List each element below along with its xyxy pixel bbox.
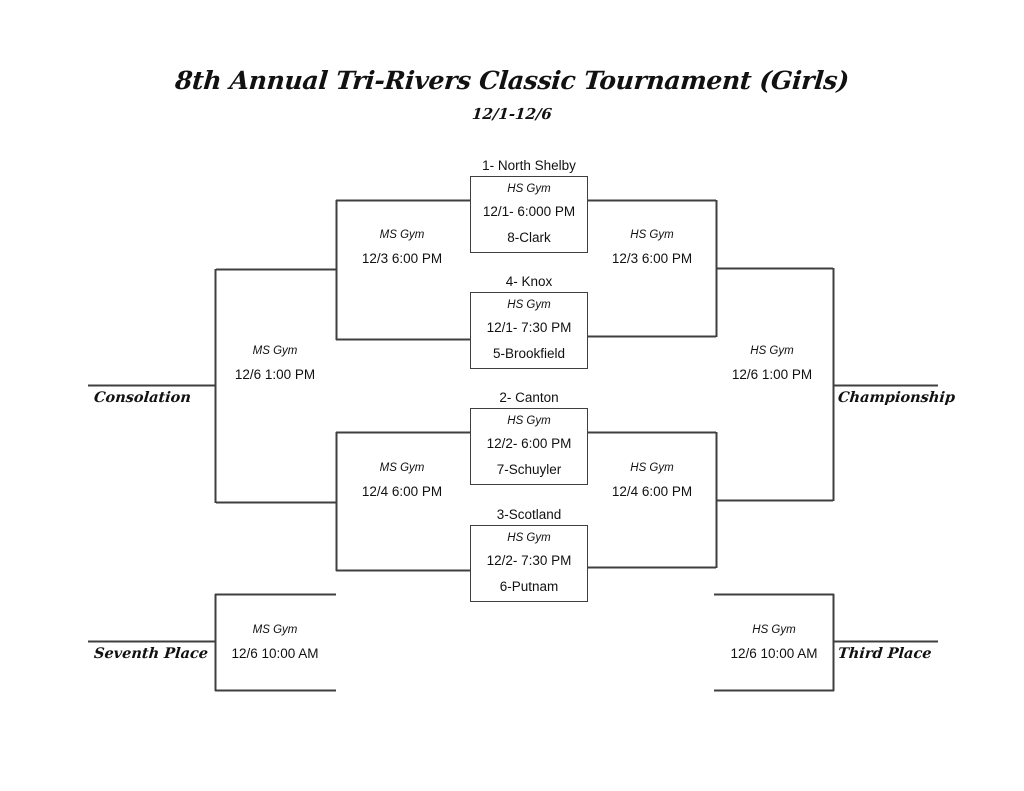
championship-final-venue: HS Gym — [750, 345, 794, 357]
round-lower-loser-semi[interactable]: MS Gym 12/4 6:00 PM — [322, 461, 482, 501]
round-upper-loser-semi[interactable]: MS Gym 12/3 6:00 PM — [322, 228, 482, 268]
qf4-venue: HS Gym — [507, 532, 551, 544]
third-place-venue: HS Gym — [752, 624, 796, 636]
label-championship: Championship — [837, 389, 956, 406]
seventh-place-datetime: 12/6 10:00 AM — [231, 646, 319, 662]
upper-loser-semi-venue: MS Gym — [379, 229, 425, 241]
round-third-place[interactable]: HS Gym 12/6 10:00 AM — [694, 623, 854, 663]
game-box-qf4[interactable]: HS Gym 12/2- 7:30 PM 6-Putnam — [470, 525, 588, 602]
consolation-final-venue: MS Gym — [252, 345, 298, 357]
qf3-top-seed: 2- Canton — [499, 390, 559, 405]
round-championship-final[interactable]: HS Gym 12/6 1:00 PM — [692, 344, 852, 384]
label-third-place: Third Place — [837, 645, 933, 662]
consolation-final-datetime: 12/6 1:00 PM — [234, 367, 316, 383]
championship-final-datetime: 12/6 1:00 PM — [731, 367, 813, 383]
qf2-venue: HS Gym — [507, 299, 551, 311]
round-lower-winner-semi[interactable]: HS Gym 12/4 6:00 PM — [572, 461, 732, 501]
upper-loser-semi-datetime: 12/3 6:00 PM — [361, 251, 443, 267]
qf3-datetime: 12/2- 6:00 PM — [486, 436, 572, 452]
qf1-datetime: 12/1- 6:000 PM — [482, 204, 576, 220]
qf4-datetime: 12/2- 7:30 PM — [486, 553, 572, 569]
third-place-datetime: 12/6 10:00 AM — [730, 646, 818, 662]
qf4-top-seed: 3-Scotland — [496, 507, 562, 522]
seventh-place-venue: MS Gym — [252, 624, 298, 636]
qf3-bottom-seed: 7-Schuyler — [496, 461, 562, 477]
round-consolation-final[interactable]: MS Gym 12/6 1:00 PM — [195, 344, 355, 384]
qf1-venue: HS Gym — [507, 183, 551, 195]
lower-winner-semi-datetime: 12/4 6:00 PM — [611, 484, 693, 500]
lower-loser-semi-venue: MS Gym — [379, 462, 425, 474]
qf3-venue: HS Gym — [507, 415, 551, 427]
qf2-bottom-seed: 5-Brookfield — [492, 345, 566, 361]
qf2-top-seed: 4- Knox — [505, 274, 553, 289]
game-box-qf2[interactable]: HS Gym 12/1- 7:30 PM 5-Brookfield — [470, 292, 588, 369]
game-box-qf1[interactable]: HS Gym 12/1- 6:000 PM 8-Clark — [470, 176, 588, 253]
qf1-bottom-seed: 8-Clark — [507, 229, 551, 245]
game-box-qf3[interactable]: HS Gym 12/2- 6:00 PM 7-Schuyler — [470, 408, 588, 485]
label-seventh-place: Seventh Place — [93, 645, 209, 662]
round-seventh-place[interactable]: MS Gym 12/6 10:00 AM — [195, 623, 355, 663]
round-upper-winner-semi[interactable]: HS Gym 12/3 6:00 PM — [572, 228, 732, 268]
lower-loser-semi-datetime: 12/4 6:00 PM — [361, 484, 443, 500]
qf1-top-seed: 1- North Shelby — [482, 158, 576, 173]
qf4-bottom-seed: 6-Putnam — [499, 578, 559, 594]
label-consolation: Consolation — [93, 389, 192, 406]
upper-winner-semi-datetime: 12/3 6:00 PM — [611, 251, 693, 267]
qf2-datetime: 12/1- 7:30 PM — [486, 320, 572, 336]
lower-winner-semi-venue: HS Gym — [630, 462, 674, 474]
upper-winner-semi-venue: HS Gym — [630, 229, 674, 241]
